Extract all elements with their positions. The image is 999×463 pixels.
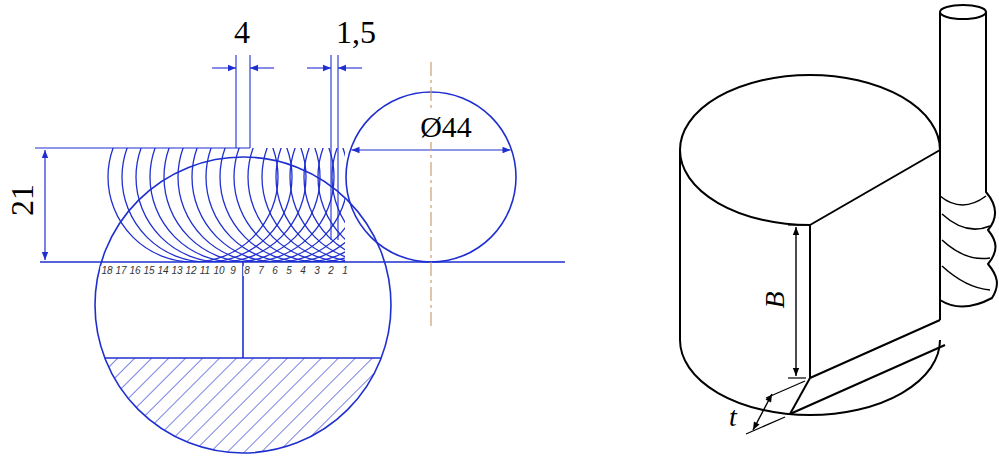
pass-number: 8 [243,266,251,276]
dimension-value: 1,5 [336,16,376,48]
pass-number: 16 [128,266,141,276]
isometric-view [680,5,997,434]
pass-number: 7 [257,266,265,276]
pass-number: 15 [142,266,155,276]
pass-number: 11 [199,266,211,276]
center-line [430,62,431,330]
dimension-letter: t [729,403,737,431]
dimension-value: 4 [234,16,250,48]
pass-number: 10 [212,266,225,276]
pass-number: 18 [100,266,113,276]
pass-number: 13 [170,266,183,276]
pass-number: 6 [271,266,279,276]
pass-number: 3 [313,266,321,276]
dimension-value: 21 [6,184,38,216]
diameter-value: Ø44 [419,112,473,142]
pass-number: 1 [341,266,349,276]
section-view [35,55,565,453]
pass-number: 4 [299,266,307,276]
pass-number: 12 [184,266,197,276]
pass-number: 2 [327,266,335,276]
pass-number: 17 [114,266,127,276]
pass-number: 14 [156,266,169,276]
pass-number: 9 [229,266,237,276]
dimension-letter: B [761,291,789,308]
pass-number: 5 [285,266,293,276]
